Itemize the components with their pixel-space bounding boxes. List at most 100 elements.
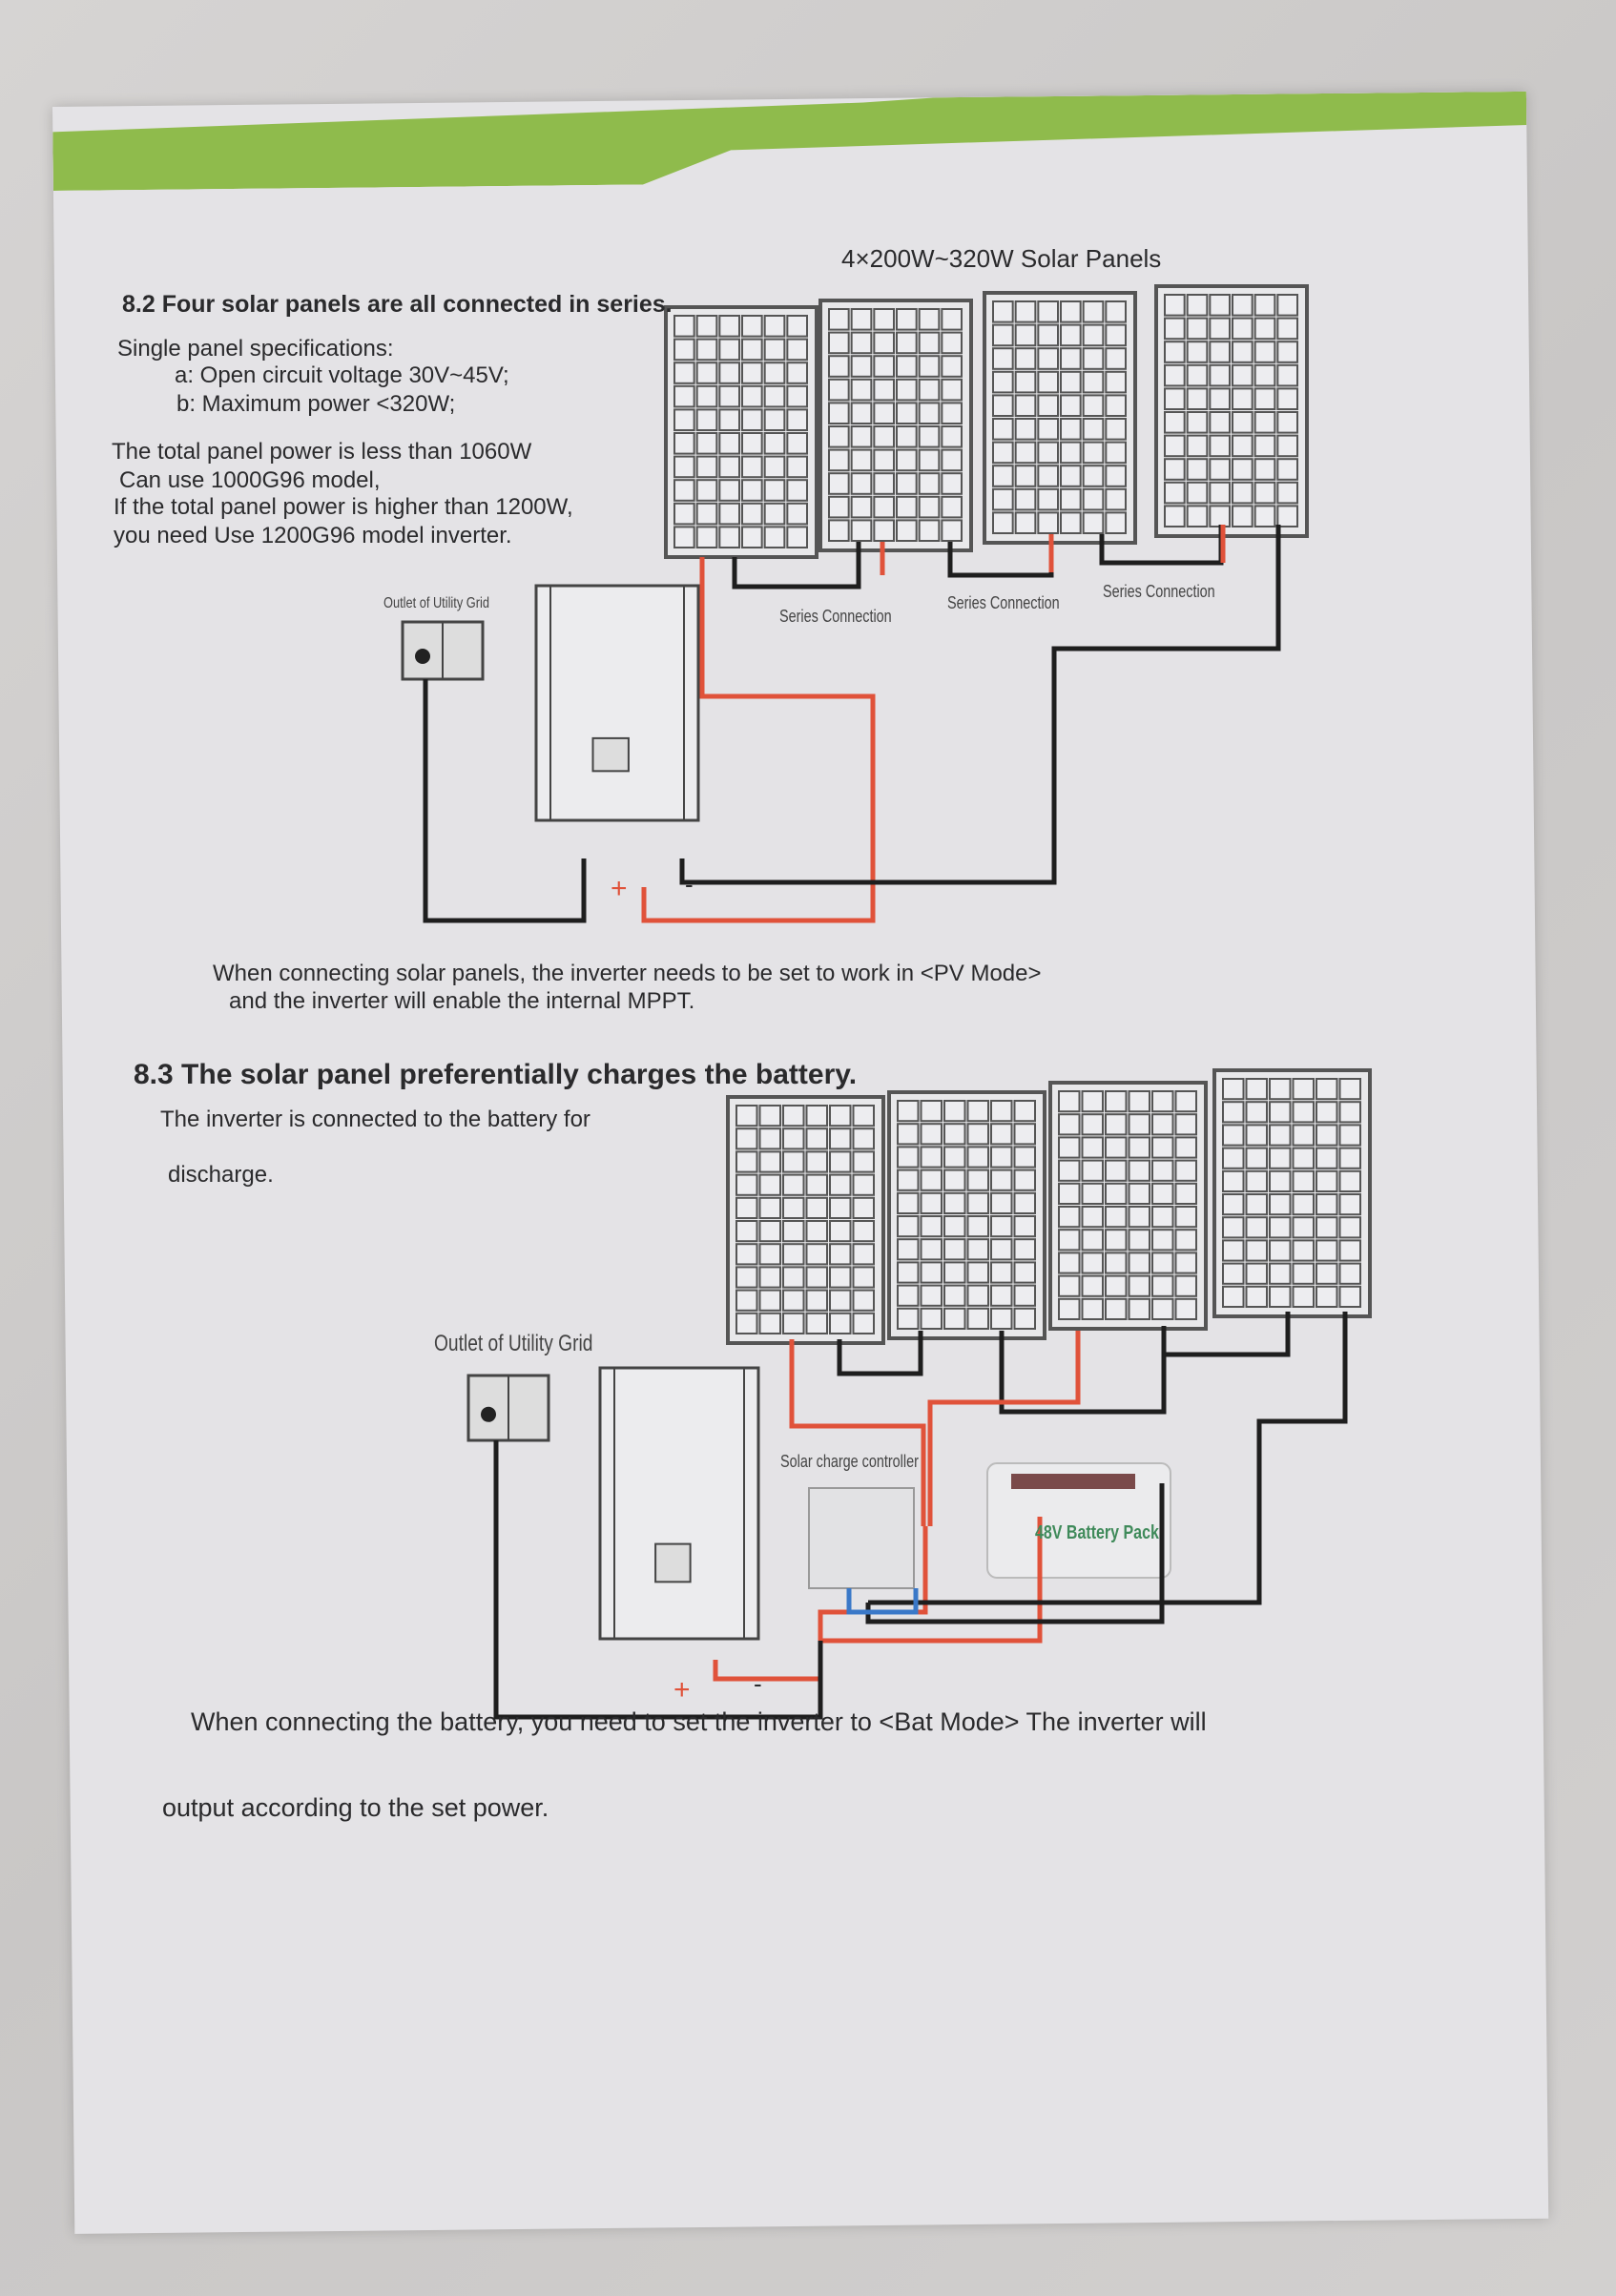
panel-cell: [1081, 1159, 1104, 1182]
note-2: Can use 1000G96 model,: [119, 467, 381, 493]
panel-cell: [805, 1220, 828, 1243]
panel-cell: [1174, 1251, 1197, 1274]
note-4: you need Use 1200G96 model inverter.: [114, 523, 512, 548]
panel-cell: [1151, 1159, 1174, 1182]
panel-cell: [1222, 1078, 1245, 1101]
panel-cell: [1338, 1262, 1361, 1285]
panel-cell: [1058, 1090, 1081, 1113]
panel-cell: [1013, 1191, 1036, 1215]
series-label-3: Series Connection: [1103, 582, 1215, 601]
panel-cell: [852, 1105, 875, 1127]
panel-cell: [918, 355, 941, 378]
panel-cell: [1105, 347, 1128, 370]
battery-label: 48V Battery Pack: [1035, 1522, 1159, 1543]
grid-wire-83: [493, 1440, 823, 1720]
panel-cell: [741, 502, 763, 526]
panel-cell: [1276, 434, 1299, 458]
panel-cell: [695, 338, 718, 362]
panel-cell: [718, 362, 740, 384]
panel-cell: [805, 1266, 828, 1289]
panel-cell: [1253, 363, 1276, 387]
panel-cell: [1292, 1147, 1315, 1169]
panel-cell: [1013, 1307, 1036, 1331]
panel-cell: [1164, 411, 1186, 434]
panel-cell: [918, 402, 941, 424]
panel-cell: [1186, 387, 1209, 410]
panel-cell: [850, 495, 873, 519]
panel-cell: [966, 1191, 989, 1215]
panel-cell: [918, 519, 941, 543]
panel-cell: [763, 432, 786, 455]
panel-cell: [941, 402, 963, 424]
panel-cell: [758, 1312, 781, 1335]
panel-cell: [1338, 1147, 1361, 1169]
panel-cell: [1316, 1147, 1338, 1169]
panel-cell: [1164, 458, 1186, 481]
panel-cell: [920, 1284, 943, 1307]
panel-cell: [1253, 294, 1276, 317]
panel-cell: [897, 1261, 920, 1284]
panel-cell: [828, 355, 850, 378]
panel-cell: [763, 315, 786, 338]
panel-cell: [850, 402, 873, 424]
panel-cell: [1186, 505, 1209, 528]
panel-cell: [1186, 411, 1209, 434]
panel-cell: [1269, 1169, 1292, 1193]
panel-cell: [758, 1266, 781, 1289]
panel-cell: [918, 448, 941, 472]
panel-cell: [1209, 505, 1232, 528]
panel-cell: [829, 1312, 852, 1335]
panel-cell: [1276, 317, 1299, 341]
panel-cell: [897, 1169, 920, 1191]
panel-cell: [1245, 1262, 1268, 1285]
panel-cell: [1037, 465, 1060, 487]
panel-cell: [1338, 1101, 1361, 1124]
panel-cell: [943, 1123, 966, 1146]
panel-cell: [1164, 505, 1186, 528]
panel-cell: [1060, 465, 1082, 487]
section-8-2-heading: 8.2 Four solar panels are all connected …: [122, 291, 673, 318]
panel-cell: [896, 519, 918, 543]
panel-cell: [1245, 1216, 1268, 1239]
panel-cell: [1058, 1159, 1081, 1182]
panel-cell: [1014, 394, 1037, 417]
panel-cell: [1058, 1182, 1081, 1206]
panel-cell: [735, 1266, 758, 1289]
panel-cell: [1037, 323, 1060, 347]
panel-cell: [782, 1289, 805, 1312]
panel-cell: [829, 1127, 852, 1150]
panel-cell: [1105, 441, 1128, 465]
panel-cell: [873, 331, 895, 355]
panel-cell: [763, 502, 786, 526]
note-1: The total panel power is less than 1060W: [112, 439, 532, 465]
panel-cell: [1232, 363, 1253, 387]
panel-cell: [1209, 411, 1232, 434]
panel-cell: [966, 1100, 989, 1123]
panel-cell: [1253, 458, 1276, 481]
panel-cell: [1013, 1238, 1036, 1261]
panel-cell: [805, 1196, 828, 1220]
panel-cell: [897, 1123, 920, 1146]
panel-cell: [1013, 1169, 1036, 1191]
panel-cell: [1105, 1206, 1128, 1229]
panel-cell: [829, 1266, 852, 1289]
panel-cell: [1245, 1078, 1268, 1101]
panel-cell: [850, 519, 873, 543]
panel-cell: [1276, 411, 1299, 434]
panel-cell: [735, 1150, 758, 1173]
panel-cell: [1292, 1262, 1315, 1285]
panel-cell: [735, 1289, 758, 1312]
panel-cell: [1081, 1090, 1104, 1113]
panel-cell: [786, 384, 808, 408]
panel-cell: [943, 1100, 966, 1123]
panel-cell: [992, 465, 1014, 487]
minus-sign-2: -: [754, 1669, 762, 1698]
panel-cell: [673, 479, 695, 502]
panel-cell: [1060, 323, 1082, 347]
panel-cell: [1186, 341, 1209, 363]
panel-cell: [850, 331, 873, 355]
panel-cell: [1013, 1215, 1036, 1238]
panel-cell: [1058, 1229, 1081, 1251]
panel-cell: [896, 495, 918, 519]
panel-cell: [735, 1312, 758, 1335]
